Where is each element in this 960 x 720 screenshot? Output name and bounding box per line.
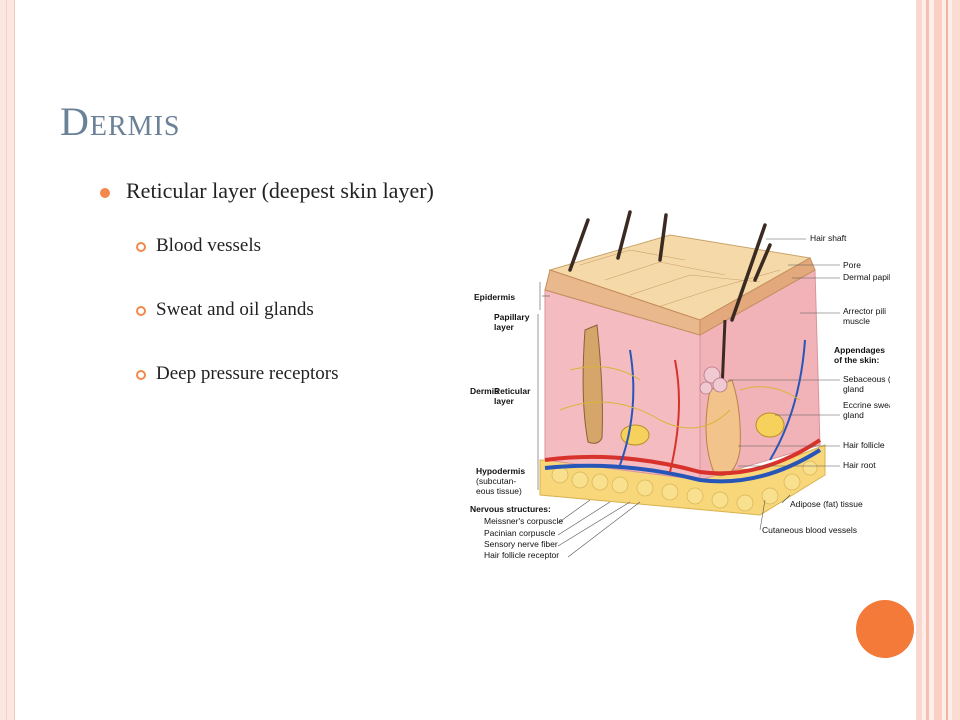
label-sebaceous-gland-2: gland [843, 384, 864, 394]
label-pacinian-corpuscle: Pacinian corpuscle [484, 528, 556, 538]
label-nervous-structures: Nervous structures: [470, 504, 551, 514]
sub-bullet-receptors: Deep pressure receptors [136, 363, 450, 427]
sub-bullet-list: Blood vessels Sweat and oil glands Deep … [100, 235, 450, 427]
label-hair-shaft: Hair shaft [810, 233, 847, 243]
sub-bullet-blood-vessels: Blood vessels [136, 235, 450, 299]
label-arrector-pili-2: muscle [843, 316, 870, 326]
label-dermis: Dermis [470, 386, 499, 396]
bullet-list: Reticular layer (deepest skin layer) Blo… [100, 176, 450, 427]
label-sensory-nerve-fiber: Sensory nerve fiber [484, 539, 558, 549]
sub-bullet-glands: Sweat and oil glands [136, 299, 450, 363]
label-hair-root: Hair root [843, 460, 876, 470]
label-eccrine-sweat-gland-1: Eccrine sweat [843, 400, 890, 410]
left-frame-stripe [0, 0, 15, 720]
label-hypodermis-sub-1: (subcutan- [476, 476, 516, 486]
label-sebaceous-gland-1: Sebaceous (oil) [843, 374, 890, 384]
label-dermal-papillae: Dermal papillae [843, 272, 890, 282]
label-arrector-pili-1: Arrector pili [843, 306, 886, 316]
label-hair-follicle: Hair follicle [843, 440, 885, 450]
skin-diagram: Epidermis Papillary layer Dermis Reticul… [470, 210, 890, 570]
label-eccrine-sweat-gland-2: gland [843, 410, 864, 420]
label-meissners-corpuscle: Meissner's corpuscle [484, 516, 563, 526]
label-reticular-layer-2: layer [494, 396, 515, 406]
label-papillary-layer-2: layer [494, 322, 515, 332]
label-papillary-layer-1: Papillary [494, 312, 530, 322]
label-reticular-layer-1: Reticular [494, 386, 531, 396]
label-hair-follicle-receptor: Hair follicle receptor [484, 550, 559, 560]
label-adipose-tissue: Adipose (fat) tissue [790, 499, 863, 509]
skin-cross-section-illustration: Epidermis Papillary layer Dermis Reticul… [470, 210, 890, 560]
label-appendages-2: of the skin: [834, 355, 880, 365]
label-pore: Pore [843, 260, 861, 270]
label-hypodermis: Hypodermis [476, 466, 525, 476]
main-bullet: Reticular layer (deepest skin layer) [100, 176, 450, 207]
label-hypodermis-sub-2: eous tissue) [476, 486, 522, 496]
label-cutaneous-blood-vessels: Cutaneous blood vessels [762, 525, 857, 535]
label-appendages-1: Appendages [834, 345, 885, 355]
right-frame-stripes [916, 0, 960, 720]
decorative-orange-circle [856, 600, 914, 658]
label-epidermis: Epidermis [474, 292, 515, 302]
slide-title: Dermis [60, 99, 181, 144]
